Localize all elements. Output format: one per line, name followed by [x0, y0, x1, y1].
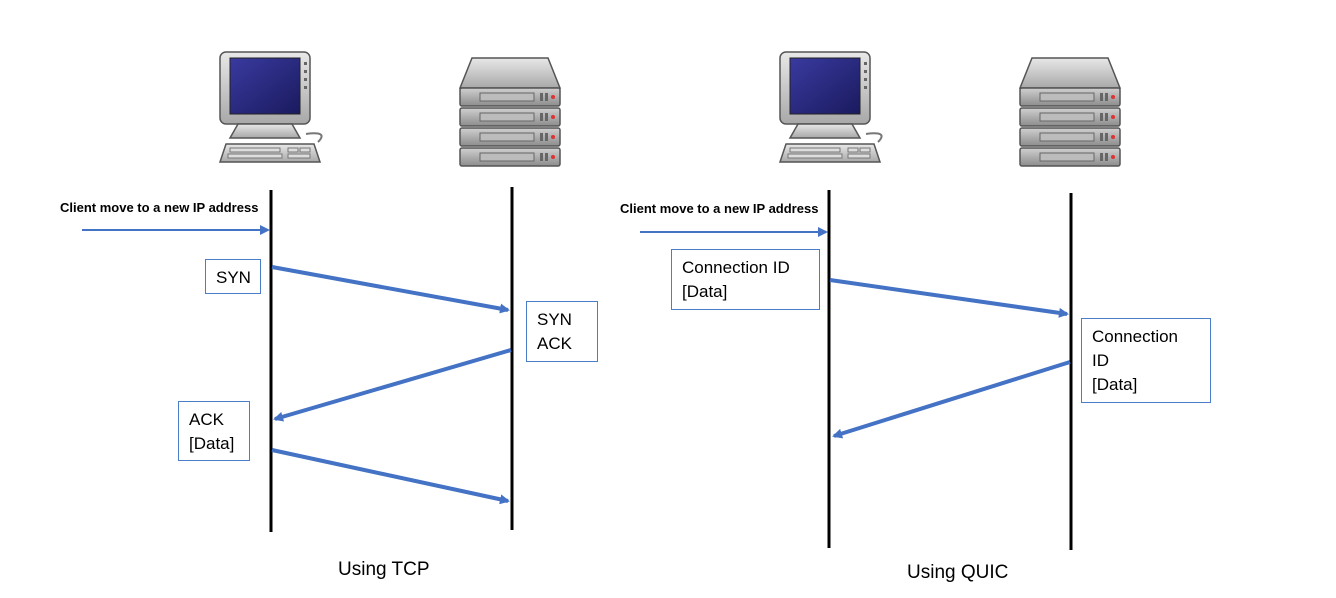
ack-line-2: [Data]: [189, 434, 235, 453]
connection-id-reply-box: Connection ID [Data]: [1081, 318, 1211, 403]
ack-arrow: [271, 448, 510, 505]
synack-arrow: [273, 348, 512, 422]
syn-arrow: [271, 265, 510, 314]
connection-id-line-2: [Data]: [682, 282, 728, 301]
connection-id-box: Connection ID [Data]: [671, 249, 820, 310]
ack-line-1: ACK: [189, 410, 224, 429]
synack-box: SYN ACK: [526, 301, 598, 362]
connection-id-reply-arrow: [832, 360, 1071, 439]
syn-box: SYN: [205, 259, 261, 294]
ip-change-note: Client move to a new IP address: [60, 200, 259, 215]
synack-line-2: ACK: [537, 334, 572, 353]
server-rack-icon: [1020, 58, 1120, 166]
server-rack-icon: [460, 58, 560, 166]
quic-caption: Using QUIC: [907, 562, 1009, 583]
synack-line-1: SYN: [537, 310, 572, 329]
ip-change-note: Client move to a new IP address: [620, 201, 819, 216]
ack-data-box: ACK [Data]: [178, 401, 250, 461]
client-computer-icon: [219, 51, 323, 163]
reply-line-2: ID: [1092, 351, 1109, 370]
connection-id-arrow: [829, 278, 1069, 318]
client-computer-icon: [779, 51, 883, 163]
syn-label: SYN: [216, 268, 251, 287]
tcp-caption: Using TCP: [338, 559, 430, 580]
reply-line-1: Connection: [1092, 327, 1179, 346]
connection-id-line-1: Connection ID: [682, 258, 790, 277]
reply-line-3: [Data]: [1092, 375, 1138, 394]
